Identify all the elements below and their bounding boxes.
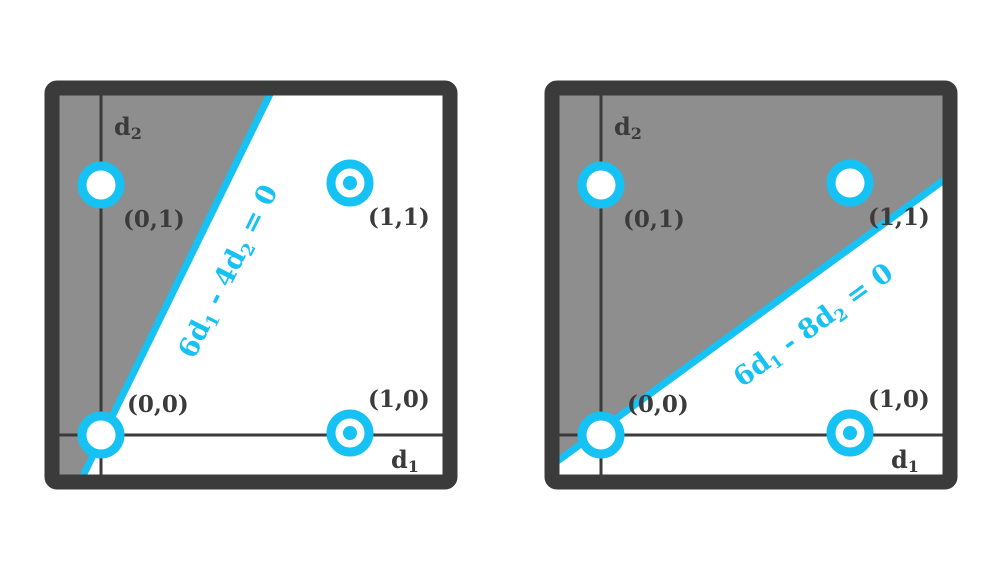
left-point-1-0-label: (1,0)	[368, 386, 430, 413]
left-point-0-1-label: (0,1)	[123, 206, 185, 233]
right-point-1-0	[826, 409, 874, 457]
right-y-axis-label: d2	[614, 112, 642, 143]
left-panel: d2 d1 6d1 - 4d2 = 0 (0,0) (0,1) (1,1) (1…	[44, 80, 458, 490]
right-point-0-0	[577, 411, 625, 459]
left-point-1-1	[326, 159, 374, 207]
left-y-axis-label: d2	[114, 112, 142, 143]
right-frame	[544, 80, 958, 490]
left-point-1-1-label: (1,1)	[368, 204, 430, 231]
left-point-0-0	[77, 411, 125, 459]
right-point-0-1-label: (0,1)	[623, 206, 685, 233]
left-frame	[44, 80, 458, 490]
left-point-1-0	[326, 409, 374, 457]
right-x-axis-label: d1	[891, 445, 919, 476]
left-x-axis-label: d1	[391, 445, 419, 476]
right-point-1-1	[826, 159, 874, 207]
right-decision-line	[549, 177, 947, 468]
left-decision-line	[78, 86, 277, 480]
right-point-0-1	[577, 161, 625, 209]
right-panel: d2 d1 6d1 - 8d2 = 0 (0,0) (0,1) (1,1) (1…	[544, 80, 958, 490]
left-point-0-0-label: (0,0)	[127, 391, 189, 418]
right-point-1-0-label: (1,0)	[868, 386, 930, 413]
right-point-1-1-label: (1,1)	[868, 204, 930, 231]
left-point-0-1	[77, 161, 125, 209]
right-point-0-0-label: (0,0)	[627, 391, 689, 418]
